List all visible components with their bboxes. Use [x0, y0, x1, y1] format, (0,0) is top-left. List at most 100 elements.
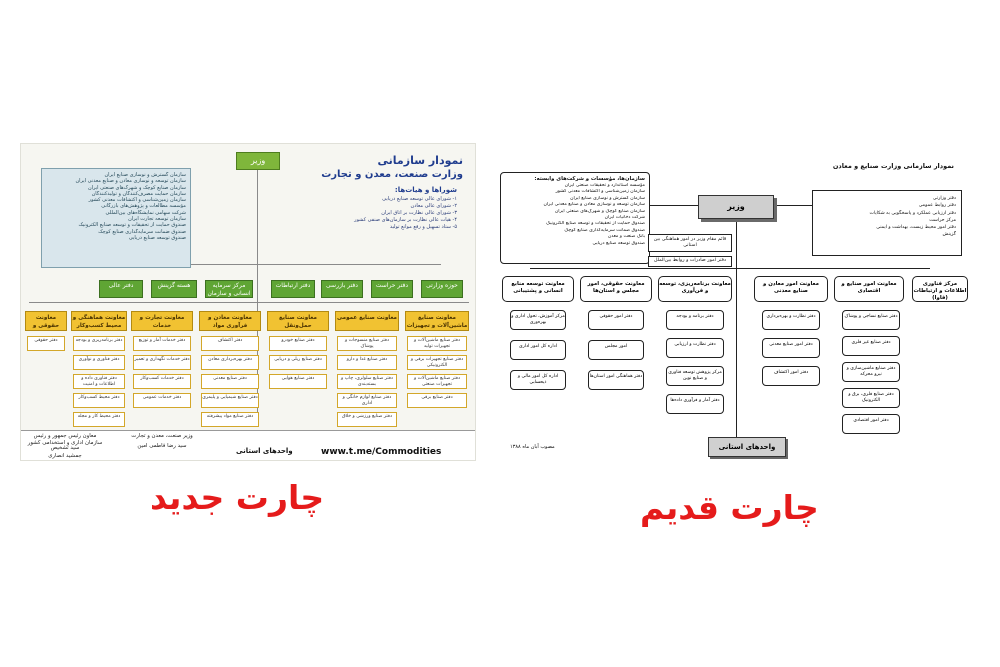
sub-office: دفتر برنامه‌ریزی و بودجه: [73, 336, 125, 351]
provincial-units-label: واحدهای استانی: [236, 447, 293, 455]
title-line-2: وزارت صنعت، معدن و تجارت: [321, 169, 463, 180]
sub-office: دفتر صنایع ورزشی و خلاق: [337, 412, 397, 427]
org-item: مؤسسه استاندارد و تحقیقات صنعتی ایران: [564, 183, 645, 188]
sub-office: دفتر صنایع تجهیزات برقی و الکترونیکی: [407, 355, 467, 370]
staff-office-box: هسته گزینش: [151, 280, 197, 298]
old-org-chart: نمودار سازمانی وزارت صنایع و معادن سازما…: [486, 160, 970, 460]
chart-title: نمودار سازمانی وزارت صنعت، معدن و تجارت: [313, 154, 463, 182]
sub-office: دفتر آمار و فرآوری داده‌ها: [666, 394, 724, 414]
sub-office: دفتر بهره‌برداری معادن: [201, 355, 259, 370]
sub-office: دفتر امور حقوقی: [588, 310, 644, 330]
sub-office: دفتر صنایع غیر فلزی: [842, 336, 900, 356]
connector-line: [736, 219, 737, 437]
approval-date: مصوب آبان ماه ۱۳۸۸: [510, 444, 555, 450]
sub-office: دفتر صنایع شیمیایی و پلیمری: [201, 393, 259, 408]
staff-office-box: دفتر بازرسی: [321, 280, 363, 298]
connector-line: [650, 205, 698, 206]
org-item: بانک صنعت و معدن: [607, 234, 645, 240]
office-item: دفتر امور محیط زیست، بهداشت و ایمنی: [876, 225, 956, 231]
staff-office-box: دفتر عالی: [99, 280, 143, 298]
sub-office: دفتر صنایع منسوجات و پوشاک: [337, 336, 397, 351]
office-item: دفتر ارزیابی عملکرد و پاسخگویی به شکایات: [869, 210, 956, 216]
sub-office: دفتر نظارت و ارزیابی: [666, 338, 724, 358]
footer-cell: معاون رئیس جمهور و رئیس سازمان اداری و ا…: [27, 433, 103, 446]
office-item: دفتر وزارتی: [932, 196, 956, 201]
staff-office-box: دفتر حراست: [371, 280, 413, 298]
connector-line: [101, 264, 441, 265]
sub-office: دفتر محیط کسب‌وکار: [73, 393, 125, 408]
org-item: سازمان زمین‌شناسی و اکتشافات معدنی کشور: [88, 197, 186, 204]
org-item: شرکت دخانیات ایران: [604, 215, 645, 221]
sub-office: دفتر صنایع سلولزی، چاپ و بسته‌بندی: [337, 374, 397, 389]
sub-office: دفتر خدمات کسب‌وکار: [133, 374, 191, 389]
org-item: سازمان گسترش و نوسازی صنایع ایران: [570, 195, 645, 201]
sub-office: دفتر صنایع غذا و دارو: [337, 355, 397, 370]
minister-box: وزیر: [698, 195, 774, 219]
council-item: ۱- شورای عالی توسعه صنایع دریایی: [382, 196, 457, 202]
sub-office: مرکز پژوهش توسعه فناوری و صنایع نوین: [666, 366, 724, 386]
sub-office: دفتر خدمات نگهداری و تعمیر: [133, 355, 191, 370]
org-item: مؤسسه مطالعات و پژوهش‌های بازرگانی: [101, 203, 186, 210]
sub-office: دفتر هماهنگی امور استان‌ها: [588, 370, 644, 390]
org-item: سازمان صنایع کوچک و شهرک‌های صنعتی ایران: [554, 208, 645, 214]
sub-office: دفتر صنایع ماشین‌آلات و تجهیزات صنعتی: [407, 374, 467, 389]
councils-list: شوراها و هیات‌ها: ۱- شورای عالی توسعه صن…: [271, 186, 457, 250]
org-item: سازمان توسعه و نوسازی معادن و صنایع معدن…: [75, 178, 186, 185]
org-item: سازمان گسترش و نوسازی صنایع ایران: [104, 172, 186, 178]
sub-office: دفتر صنایع ماشین‌آلات و تجهیزات تولید: [407, 336, 467, 351]
sub-office: دفتر امور اکتشاف: [762, 366, 820, 386]
council-item: ۴- هیات عالی نظارت بر سازمان‌های صنفی کش…: [354, 217, 457, 223]
connector-line: [774, 205, 812, 206]
footer-cell: وزیر صنعت، معدن و تجارت: [131, 433, 193, 439]
minister-offices-box: دفتر وزارتی دفتر روابط عمومی دفتر ارزیاب…: [812, 190, 962, 256]
sub-office: دفتر فناوری داده و اطلاعات و امنیت: [73, 374, 125, 389]
council-item: ۳- شورای عالی نظارت بر اتاق ایران: [381, 210, 457, 216]
deputy-head: معاونت صنایع حمل‌ونقل: [267, 311, 329, 331]
deputy-head: معاونت امور معادن و صنایع معدنی: [754, 276, 828, 302]
orgs-heading: سازمان‌ها، مؤسسات و شرکت‌های وابسته:: [534, 176, 645, 182]
sub-office: اداره کل امور مالی و ذیحسابی: [510, 370, 566, 390]
sub-office: امور مجلس: [588, 340, 644, 360]
org-item: صندوق توسعه صنایع دریایی: [128, 234, 186, 241]
footer-cell: سید تشخیص: [50, 445, 80, 451]
deputy-head: معاونت حقوقی و امور مجلس: [25, 311, 67, 331]
staff-office-box: دفتر ارتباطات: [271, 280, 315, 298]
sub-office: دفتر صنایع نساجی و پوشاک: [842, 310, 900, 330]
sub-office: دفتر خدمات آمار و توزیع: [133, 336, 191, 351]
office-item: دفتر روابط عمومی: [918, 203, 956, 209]
org-item: سازمان زمین‌شناسی و اکتشافات معدنی کشور: [555, 189, 645, 195]
sub-office: دفتر صنایع مواد پیشرفته: [201, 412, 259, 427]
sub-office: دفتر خدمات عمومی: [133, 393, 191, 408]
org-item: صندوق توسعه صنایع دریایی: [592, 240, 645, 246]
office-item: گزینش: [942, 232, 956, 238]
deputy-head: مرکز فناوری اطلاعات و ارتباطات (فاوا): [912, 276, 968, 302]
provincial-units-box: واحدهای استانی: [708, 437, 786, 457]
sub-office: دفتر صنایع خودرو: [269, 336, 327, 351]
org-item: صندوق حمایت از تحقیقات و توسعه صنایع الک…: [78, 222, 186, 229]
council-item: ۵- ستاد تسهیل و رفع موانع تولید: [389, 224, 457, 230]
sub-office: دفتر صنایع معدنی: [201, 374, 259, 389]
sub-office: دفتر صنایع لوازم خانگی و اداری: [337, 393, 397, 408]
connector-line: [530, 268, 930, 269]
org-item: سازمان حمایت مصرف‌کنندگان و تولیدکنندگان: [91, 190, 186, 197]
sub-office: اداره کل امور اداری: [510, 340, 566, 360]
sub-office: دفتر برنامه و بودجه: [666, 310, 724, 330]
new-chart-caption: چارت جدید: [150, 478, 325, 517]
sub-office: دفتر صنایع برقی: [407, 393, 467, 408]
deputy-head: معاونت معادن و فرآوری مواد: [199, 311, 261, 331]
org-item: سازمان توسعه تجارت ایران: [128, 216, 186, 223]
deputy-head: معاونت تجارت و خدمات: [131, 311, 193, 331]
org-item: صندوق ضمانت سرمایه‌گذاری صنایع کوچک: [98, 228, 186, 235]
council-item: ۲- شورای عالی معادن: [410, 203, 457, 209]
sub-office: دفتر امور صنایع معدنی: [762, 338, 820, 358]
sub-office: دفتر صنایع فلزی، برق و الکترونیک: [842, 388, 900, 408]
sub-office: دفتر صنایع هوایی: [269, 374, 327, 389]
deputy-head: معاونت توسعه منابع انسانی و پشتیبانی: [502, 276, 574, 302]
sub-office: دفتر نظارت و بهره‌برداری: [762, 310, 820, 330]
org-item: صندوق ضمانت سرمایه‌گذاری صنایع کوچک: [564, 227, 645, 233]
signature-footer: معاون رئیس جمهور و رئیس سازمان اداری و ا…: [21, 430, 475, 460]
deputy-head: معاونت حقوقی، امور مجلس و استان‌ها: [580, 276, 652, 302]
sub-office: مرکز آموزش، تحول اداری و بهره‌وری: [510, 310, 566, 330]
org-item: سازمان توسعه و نوسازی معادن و صنایع معدن…: [543, 202, 645, 208]
deputy-head: معاونت هماهنگی و محیط کسب‌وکار: [71, 311, 127, 331]
